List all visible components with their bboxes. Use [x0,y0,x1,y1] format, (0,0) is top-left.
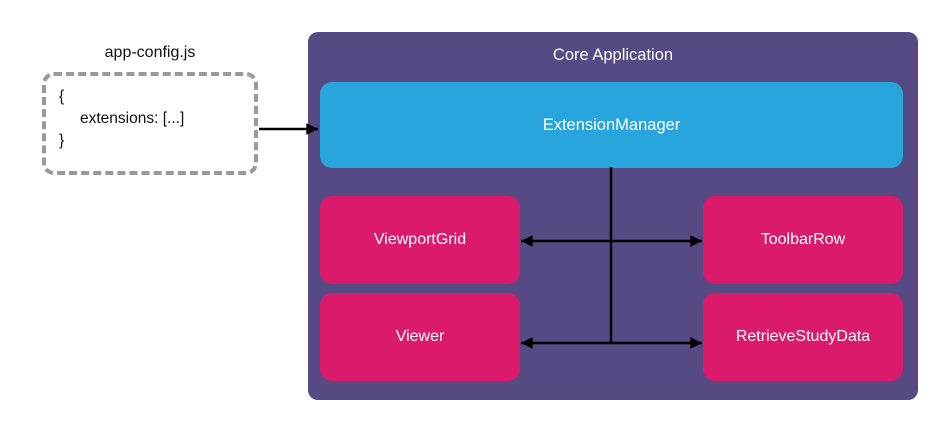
module-box-viewer: Viewer [320,293,520,381]
module-box-viewportgrid: ViewportGrid [320,196,520,284]
module-label-retrievestudydata: RetrieveStudyData [735,328,871,345]
config-code-line-open-brace: { [59,88,65,105]
module-box-retrievestudydata: RetrieveStudyData [703,293,903,381]
config-code-line-extensions: extensions: [...] [80,110,185,127]
module-box-toolbarrow: ToolbarRow [703,196,903,284]
core-application-title: Core Application [552,46,674,64]
module-label-viewportgrid: ViewportGrid [373,231,467,248]
config-code-line-close-brace: } [59,132,65,149]
config-file-box: { extensions: [...] } [42,72,258,175]
module-label-toolbarrow: ToolbarRow [760,231,846,248]
config-filename-label: app-config.js [104,44,196,61]
extension-manager-box: ExtensionManager [320,82,903,168]
extension-manager-label: ExtensionManager [542,115,681,134]
module-label-viewer: Viewer [395,328,445,345]
core-application-box: Core Application ExtensionManager Viewpo… [308,32,918,400]
